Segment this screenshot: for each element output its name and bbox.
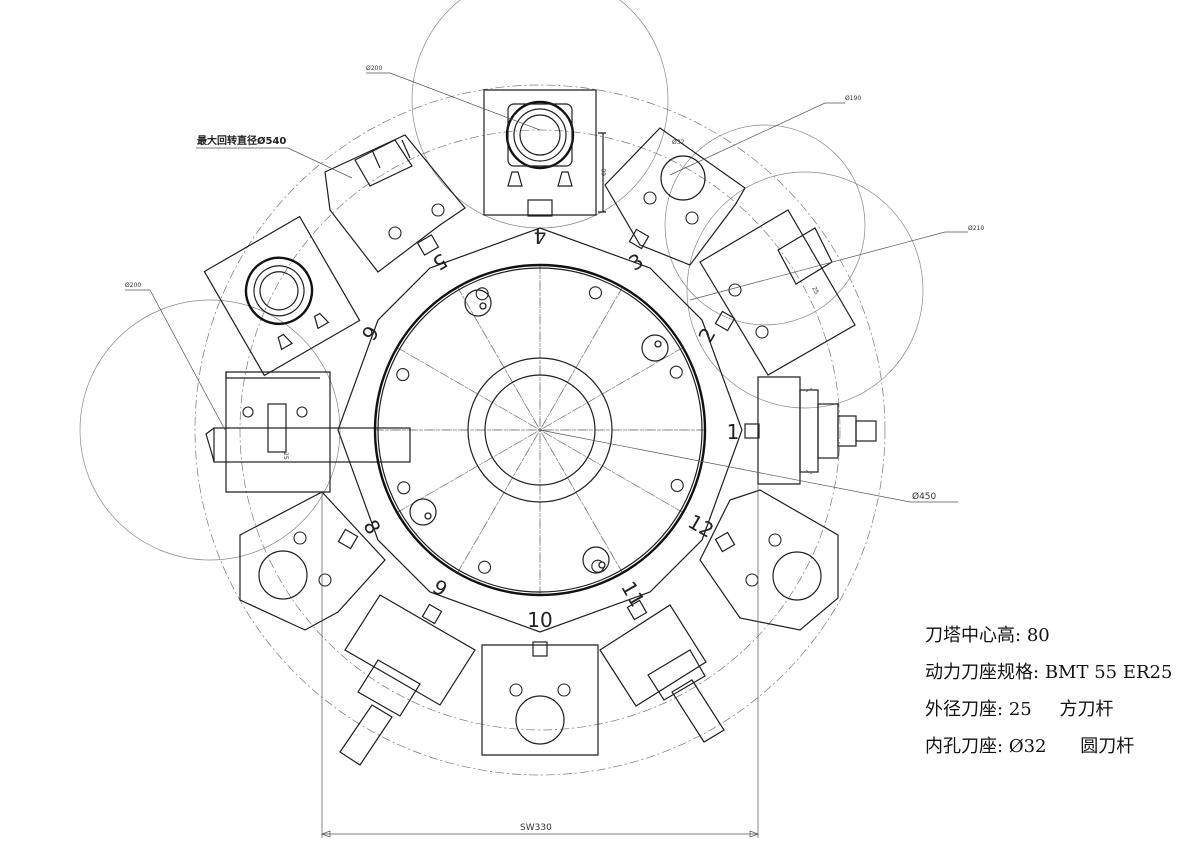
square-25-dimension: 25 [810,286,820,296]
station-5-holder [324,134,466,273]
bolt-hole [478,560,492,574]
station-number-2: 2 [693,323,720,346]
bolt-holes [396,286,684,574]
station-3-holder [604,127,746,266]
spec-label: 刀塔中心高: [925,625,1022,646]
station-numbers: 1 2 3 4 5 6 8 9 10 11 12 [356,224,739,632]
bolt-hole [588,286,602,300]
spec-label: 内孔刀座: [925,736,1004,757]
dia-450-dimension: Ø450 [912,491,937,502]
spec-value: Ø32 [1008,736,1047,757]
turret-disc [373,263,707,597]
spec-extra: 方刀杆 [1059,699,1114,720]
center-line [457,286,623,574]
spec-value: 80 [1026,625,1050,646]
dia-32-dimension: Ø32 [672,139,685,146]
dia-210-dimension: Ø210 [968,225,984,232]
spec-row-center-height: 刀塔中心高: 80 [925,617,1190,654]
spec-row-power-holder: 动力刀座规格: BMT 55 ER25 [925,654,1190,691]
swing-circle-top [411,0,669,229]
spec-table: 刀塔中心高: 80 动力刀座规格: BMT 55 ER25 外径刀座: 25 方… [925,617,1190,765]
square-25b-dimension: 25 [282,452,289,460]
spec-extra: 圆刀杆 [1080,736,1135,757]
station-10-holder [481,641,599,756]
dia-200-top-dimension: Ø200 [366,65,382,72]
spec-row-od-holder: 外径刀座: 25 方刀杆 [925,691,1190,728]
station-number-4: 4 [534,224,547,248]
station-4-holder [483,89,606,217]
station-number-5: 5 [428,248,451,275]
tool-stations [203,89,877,766]
spec-value: 25 [1008,699,1032,720]
station-12-holder [699,489,839,631]
spec-value: BMT 55 ER25 [1044,662,1173,683]
turret-body [337,227,743,633]
bolt-hole [669,365,683,379]
station-8-holder [239,491,386,631]
max-swing-dimension: 最大回转直径Ø540 [197,134,286,147]
turret-hub-inner [484,374,596,486]
station-7-holder [205,371,411,493]
swing-circle-right [686,171,924,409]
dimension-annotations: 最大回转直径Ø540 Ø200 Ø190 Ø210 Ø200 Ø450 Ø32 … [125,65,984,838]
bolt-hole [397,481,411,495]
station-11-power-head [599,599,725,743]
station-9-power-head [339,594,476,766]
turret-hub-outer [467,357,613,503]
station-number-11: 11 [616,577,650,611]
height-60-dimension: 60 [601,168,608,176]
station-number-10: 10 [527,608,552,632]
dia-190-dimension: Ø190 [845,95,861,102]
spec-row-id-holder: 内孔刀座: Ø32 圆刀杆 [925,728,1190,765]
dia-200-left-dimension: Ø200 [125,282,141,289]
station-1-power-head [744,376,877,485]
spec-label: 外径刀座: [925,699,1004,720]
spec-label: 动力刀座规格: [925,662,1040,683]
locator-pockets [409,289,669,574]
bolt-hole [670,478,684,492]
station-2-holder [699,209,856,376]
bolt-hole [396,368,410,382]
station-number-9: 9 [428,574,451,601]
swing-circle-left [79,299,341,561]
station-number-3: 3 [624,248,647,275]
swing-circle-upper-right [664,124,866,326]
center-line [457,286,623,574]
max-swing-circle [194,84,886,776]
sw-330-dimension: SW330 [520,823,552,833]
station-number-12: 12 [684,509,718,543]
station-6-holder [203,215,361,377]
station-number-1: 1 [727,420,740,444]
bolt-hole [475,287,489,301]
